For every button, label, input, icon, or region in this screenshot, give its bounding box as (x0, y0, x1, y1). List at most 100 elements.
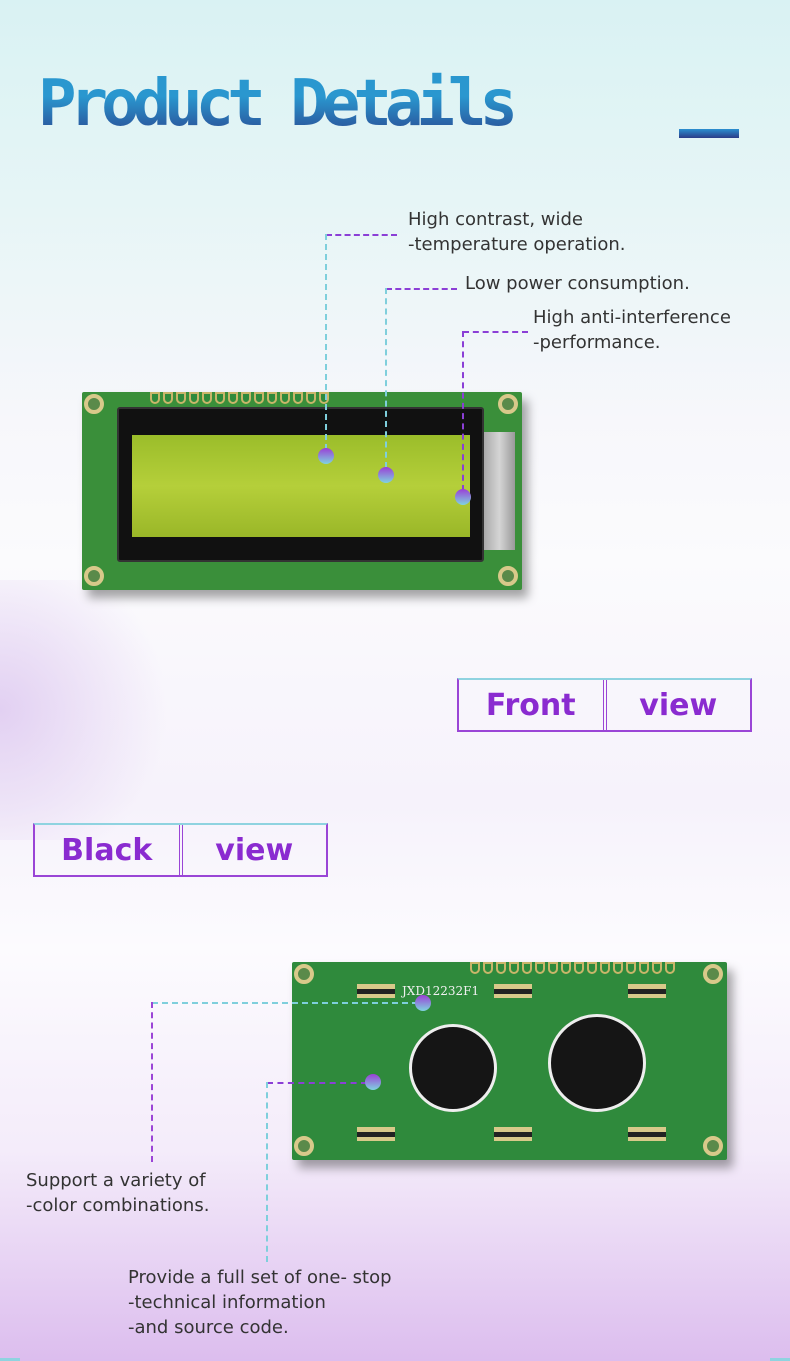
mounting-hole (84, 566, 104, 586)
mounting-hole (498, 566, 518, 586)
callout-line (386, 288, 457, 290)
decoration (357, 989, 395, 994)
decoration (267, 392, 277, 404)
decoration (150, 392, 160, 404)
solder-pad (628, 1127, 666, 1141)
decoration (357, 1132, 395, 1137)
decoration (293, 392, 303, 404)
decoration: -color combinations. (26, 1195, 210, 1216)
mounting-hole (294, 1136, 314, 1156)
decoration: Low power consumption. (465, 273, 690, 294)
decoration (628, 1132, 666, 1137)
solder-pad (494, 984, 532, 998)
decoration (613, 962, 623, 974)
decoration (535, 962, 545, 974)
bottom-edge-mark (770, 1358, 790, 1361)
decoration: High anti-interference (533, 307, 731, 328)
callout-line (385, 288, 387, 468)
decoration (176, 392, 186, 404)
decoration (241, 392, 251, 404)
decoration (494, 1132, 532, 1137)
decoration: view (602, 680, 751, 730)
back-view-label: Black view (33, 823, 328, 877)
callout-dot (365, 1074, 381, 1090)
callout-line (326, 234, 397, 236)
decoration (574, 962, 584, 974)
decoration: -performance. (533, 332, 661, 353)
board-marking: JXD12232F1 (402, 984, 480, 998)
decoration (483, 962, 493, 974)
lcd-front-image (82, 392, 522, 590)
decoration (470, 962, 480, 974)
callout-line (152, 1002, 418, 1004)
decoration: -technical information (128, 1292, 326, 1313)
decoration (319, 392, 329, 404)
front-view-label: Front view (457, 678, 752, 732)
feature-text: Support a variety of -color combinations. (26, 1168, 266, 1218)
mounting-hole (294, 964, 314, 984)
decoration: Provide a full set of one- stop (128, 1267, 392, 1288)
decoration (215, 392, 225, 404)
decoration (163, 392, 173, 404)
decoration (600, 962, 610, 974)
callout-line (462, 331, 464, 491)
decoration (628, 989, 666, 994)
page-title: Product Details (38, 66, 538, 142)
decoration (652, 962, 662, 974)
callout-line (325, 234, 327, 450)
decoration (548, 962, 558, 974)
decoration: Black (61, 832, 153, 868)
decoration (626, 962, 636, 974)
chip-blob (548, 1014, 646, 1112)
decoration (189, 392, 199, 404)
feature-text: High anti-interference -performance. (533, 305, 773, 355)
decoration (496, 962, 506, 974)
decoration (494, 989, 532, 994)
solder-pad (357, 1127, 395, 1141)
decoration (561, 962, 571, 974)
feature-text: Low power consumption. (465, 271, 725, 296)
decoration (665, 962, 675, 974)
callout-dot (415, 995, 431, 1011)
solder-pad (357, 984, 395, 998)
decoration: Support a variety of (26, 1170, 206, 1191)
solder-pad (494, 1127, 532, 1141)
callout-line (266, 1082, 268, 1262)
title-underline (679, 129, 739, 138)
lcd-back-image: JXD12232F1 (292, 962, 727, 1160)
decoration: -and source code. (128, 1317, 289, 1338)
decoration (522, 962, 532, 974)
decoration: High contrast, wide (408, 209, 583, 230)
feature-text: High contrast, wide -temperature operatio… (408, 207, 668, 257)
feature-text: Provide a full set of one- stop -technica… (128, 1265, 448, 1340)
callout-dot (318, 448, 334, 464)
mounting-hole (498, 394, 518, 414)
decoration: view (178, 825, 327, 875)
decoration (228, 392, 238, 404)
decoration (254, 392, 264, 404)
decoration (202, 392, 212, 404)
callout-line (267, 1082, 367, 1084)
background-blob (0, 580, 200, 840)
callout-dot (455, 489, 471, 505)
decoration: -temperature operation. (408, 234, 626, 255)
mounting-hole (84, 394, 104, 414)
mounting-hole (703, 964, 723, 984)
decoration (306, 392, 316, 404)
pin-header (470, 962, 675, 974)
callout-line (151, 1002, 153, 1162)
decoration (639, 962, 649, 974)
pin-header (150, 392, 329, 404)
decoration (587, 962, 597, 974)
decoration (509, 962, 519, 974)
solder-pad (628, 984, 666, 998)
callout-dot (378, 467, 394, 483)
callout-line (463, 331, 528, 333)
mounting-hole (703, 1136, 723, 1156)
bottom-edge-mark (0, 1358, 20, 1361)
decoration: Front (485, 687, 576, 723)
decoration (280, 392, 290, 404)
decoration (132, 435, 470, 537)
chip-blob (409, 1024, 497, 1112)
decoration (484, 432, 515, 550)
